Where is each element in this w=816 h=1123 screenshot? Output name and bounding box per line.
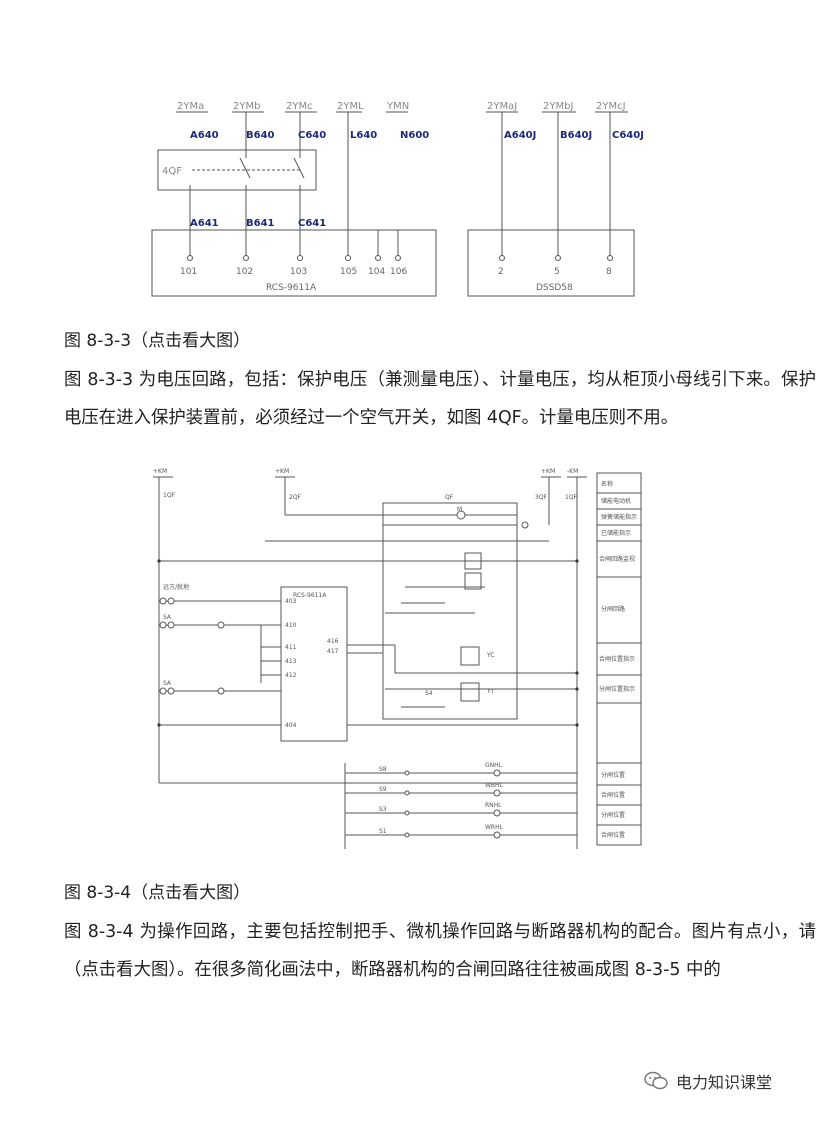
- paragraph: 图 8-3-3 为电压回路，包括：保护电压（兼测量电压）、计量电压，均从柜顶小母…: [64, 370, 816, 428]
- wechat-icon: [644, 1071, 668, 1090]
- terminal-label: 101: [180, 267, 197, 277]
- operation-circuit-diagram: +KM +KM +KM -KM 1QF 2QF 3QF 1QF RCS-9611…: [153, 468, 642, 849]
- legend-item: 已储能指示: [601, 529, 631, 537]
- wire-label: B641: [246, 218, 275, 229]
- legend-item: 合闸位置: [601, 791, 625, 799]
- legend-item: 名称: [601, 480, 613, 488]
- legend-item: 合闸位置: [601, 831, 625, 839]
- lamp-label: WRHL: [485, 824, 504, 831]
- wire-label: A640J: [504, 130, 536, 141]
- terminal-label: 102: [236, 267, 253, 277]
- legend-item: 弹簧储能指示: [601, 513, 637, 521]
- contact-label: S8: [379, 766, 387, 773]
- wire-label: A641: [190, 218, 219, 229]
- contact-label: YC: [486, 652, 495, 659]
- terminal-label: 8: [606, 267, 612, 277]
- legend-item: 分闸位置: [601, 811, 625, 819]
- bus-label: 2YMaJ: [487, 101, 517, 112]
- terminal-label: 413: [285, 658, 297, 665]
- legend-item: 储能电动机: [601, 497, 631, 505]
- bus-label: +KM: [153, 468, 167, 475]
- contact-label: YT: [486, 688, 495, 695]
- terminal-label: 104: [368, 267, 385, 277]
- voltage-circuit-diagram: 2YMa 2YMb 2YMc 2YML YMN 2YMaJ 2YMbJ 2YMc…: [151, 101, 644, 297]
- bus-label: -KM: [567, 468, 578, 475]
- qf-label: QF: [445, 494, 454, 501]
- figure-caption: 图 8-3-3（点击看大图）: [64, 331, 251, 351]
- terminal-label: 103: [290, 267, 307, 277]
- terminal-label: 417: [327, 648, 339, 655]
- left-label: SA: [163, 614, 172, 621]
- contact-label: S4: [425, 690, 433, 697]
- wire-label: B640J: [560, 130, 592, 141]
- breaker-label: 1QF: [565, 494, 578, 501]
- legend-item: 分闸位置指示: [599, 685, 635, 693]
- wire-label: C640J: [612, 130, 644, 141]
- switch-label: 4QF: [162, 166, 182, 177]
- breaker-label: 1QF: [163, 492, 176, 499]
- terminal-label: 411: [285, 644, 297, 651]
- wire-label: L640: [350, 130, 377, 141]
- contact-label: S1: [379, 828, 387, 835]
- bus-label: 2YMcJ: [596, 101, 626, 112]
- terminal-label: 403: [285, 598, 297, 605]
- bus-label: 2YMc: [286, 101, 313, 112]
- device-label: DSSD58: [536, 283, 573, 293]
- watermark: 电力知识课堂: [644, 1069, 772, 1093]
- terminal-label: 416: [327, 638, 339, 645]
- bus-label: 2YML: [337, 101, 364, 112]
- terminal-label: 404: [285, 722, 297, 729]
- wire-label: A640: [190, 130, 219, 141]
- paragraph: 图 8-3-4 为操作回路，主要包括控制把手、微机操作回路与断路器机构的配合。图…: [64, 922, 816, 980]
- bus-label: 2YMb: [233, 101, 260, 112]
- breaker-label: 3QF: [535, 494, 548, 501]
- bus-label: 2YMa: [177, 101, 204, 112]
- contact-label: M: [457, 506, 462, 513]
- lamp-label: RNHL: [485, 802, 502, 809]
- wire-label: C641: [298, 218, 326, 229]
- legend-item: 分闸位置: [601, 771, 625, 779]
- device-label: RCS-9611A: [293, 592, 327, 599]
- lamp-label: GNHL: [485, 762, 503, 769]
- wire-label: B640: [246, 130, 275, 141]
- legend-item: 合闸回路监视: [599, 555, 635, 563]
- legend-item: 分闸回路: [601, 605, 625, 613]
- lamp-label: WBHL: [485, 782, 504, 789]
- contact-label: S3: [379, 806, 387, 813]
- terminal-label: 105: [340, 267, 357, 277]
- terminal-label: 5: [554, 267, 560, 277]
- wire-label: N600: [400, 130, 429, 141]
- figure-caption: 图 8-3-4（点击看大图）: [64, 883, 251, 903]
- left-label: 远方/就地: [163, 583, 189, 591]
- bus-label: +KM: [275, 468, 289, 475]
- terminal-label: 2: [498, 267, 504, 277]
- terminal-label: 412: [285, 672, 297, 679]
- watermark-text: 电力知识课堂: [675, 1073, 772, 1092]
- device-label: RCS-9611A: [266, 283, 317, 293]
- legend-item: 合闸位置指示: [599, 655, 635, 663]
- terminal-label: 410: [285, 622, 297, 629]
- contact-label: S9: [379, 786, 387, 793]
- terminal-label: 106: [390, 267, 407, 277]
- breaker-label: 2QF: [289, 494, 302, 501]
- wire-label: C640: [298, 130, 326, 141]
- left-label: SA: [163, 680, 172, 687]
- bus-label: 2YMbJ: [543, 101, 573, 112]
- bus-label: +KM: [541, 468, 555, 475]
- bus-label: YMN: [386, 101, 409, 112]
